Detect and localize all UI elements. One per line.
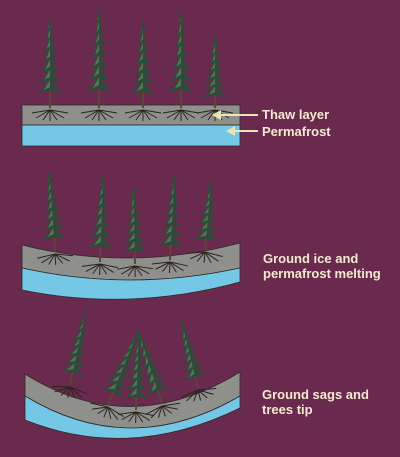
arrow-left-icon: [226, 126, 258, 136]
root-icon: [80, 109, 118, 121]
root-icon: [90, 402, 124, 420]
root-icon: [145, 402, 181, 419]
label-arrows: [212, 110, 258, 136]
spruce-tree-icon: [87, 8, 111, 108]
trees: [38, 8, 227, 411]
root-icon: [116, 265, 154, 278]
thaw-layer-band-1: [21, 104, 241, 126]
ground-layers: [21, 104, 241, 439]
spruce-tree-icon: [131, 21, 155, 108]
root-icon: [186, 251, 223, 264]
stage-2-caption-line-2: permafrost melting: [263, 266, 381, 281]
permafrost-band-2: [21, 267, 241, 300]
root-icon: [181, 388, 217, 402]
stage-3-caption: Ground sags and trees tip: [262, 387, 369, 417]
spruce-tree-icon: [88, 175, 113, 263]
permafrost-band-1: [21, 124, 241, 147]
stage-3-caption-line-2: trees tip: [262, 402, 313, 417]
permafrost-label: Permafrost: [262, 124, 331, 139]
spruce-tree-icon: [194, 181, 218, 251]
spruce-tree-icon: [136, 328, 170, 405]
arrow-left-icon: [212, 110, 258, 120]
stage-2-caption-line-1: Ground ice and: [263, 251, 359, 266]
stage-3-caption-line-1: Ground sags and: [262, 387, 369, 402]
spruce-tree-icon: [60, 311, 87, 386]
spruce-tree-icon: [124, 335, 148, 411]
root-icon: [31, 109, 69, 121]
stage-2-caption: Ground ice and permafrost melting: [263, 251, 381, 281]
tree-roots: [31, 109, 234, 424]
spruce-tree-icon: [38, 16, 62, 108]
spruce-tree-icon: [203, 35, 227, 108]
root-icon: [51, 385, 88, 399]
root-icon: [81, 263, 118, 276]
root-icon: [124, 109, 162, 121]
root-icon: [151, 261, 188, 274]
spruce-tree-icon: [101, 331, 139, 406]
spruce-tree-icon: [42, 171, 66, 253]
root-icon: [37, 253, 74, 266]
root-icon: [117, 411, 154, 424]
spruce-tree-icon: [123, 186, 147, 265]
spruce-tree-icon: [159, 175, 183, 261]
spruce-tree-icon: [180, 320, 207, 389]
spruce-tree-icon: [169, 10, 193, 108]
thaw-layer-label: Thaw layer: [262, 107, 330, 122]
permafrost-band-3: [24, 395, 241, 439]
root-icon: [162, 109, 200, 121]
